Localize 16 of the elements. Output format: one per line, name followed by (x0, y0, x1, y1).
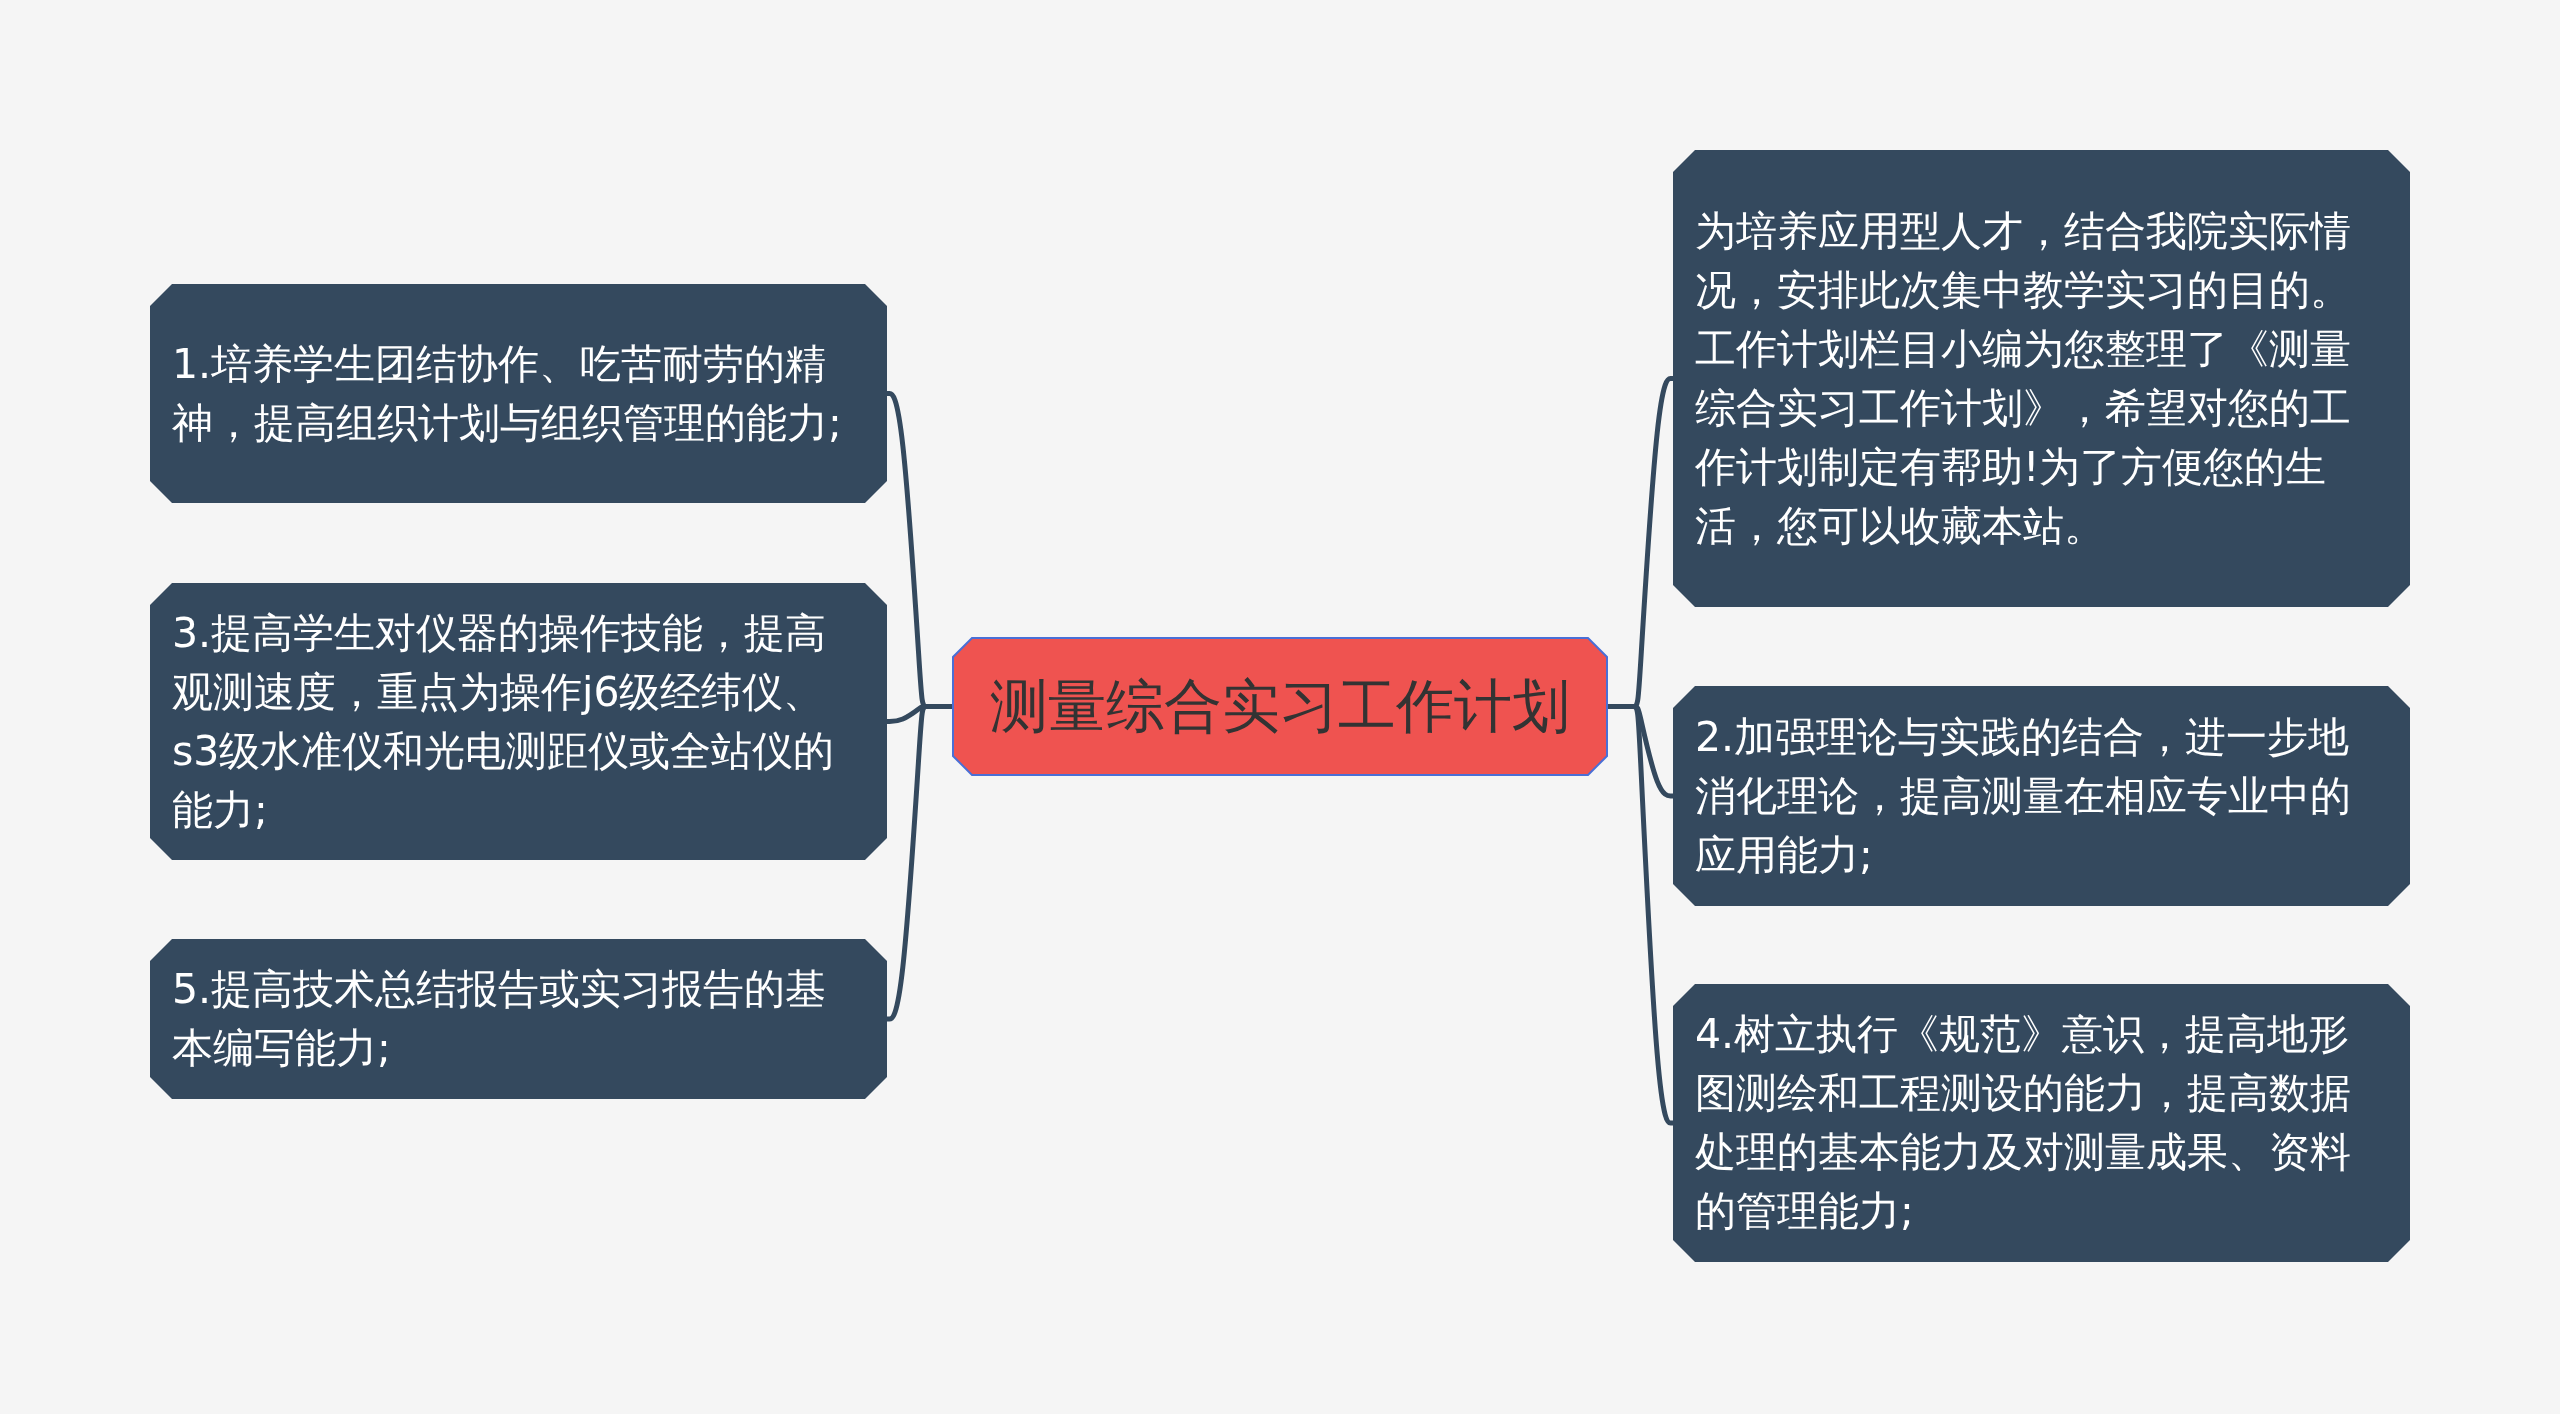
topic-text: 测量综合实习工作计划 (990, 670, 1570, 742)
topic-box (1673, 984, 2410, 1262)
topic-box (150, 284, 887, 503)
topic-box (150, 939, 887, 1099)
topic-text: 4.树立执行《规范》意识，提高地形图测绘和工程测设的能力，提高数据处理的基本能力及对测量成果、资料的管理能力; (1695, 1009, 2352, 1237)
topic-text: 3.提高学生对仪器的操作技能，提高观测速度，重点为操作j6级经纬仪、s3级水准仪和光电测距仪或全站仪的能力; (172, 607, 836, 836)
topic-text: 2.加强理论与实践的结合，进一步地消化理论，提高测量在相应专业中的应用能力; (1695, 711, 2352, 881)
central-topic-box (952, 637, 1608, 776)
topic-text: 1.培养学生团结协作、吃苦耐劳的精神，提高组织计划与组织管理的能力; (172, 338, 843, 449)
branch-line (886, 704, 952, 1022)
topic-box (1673, 686, 2410, 906)
topic-text: 为培养应用型人才，结合我院实际情况，安排此次集中教学实习的目的。工作计划栏目小编为您整理了《测量综合实习工作计划》，希望对您的工作计划制定有帮助!为了方便您的生活，您可以收藏本站。 (1695, 205, 2352, 552)
topic-text: 5.提高技术总结报告或实习报告的基本编写能力; (172, 964, 828, 1074)
topic-box (1673, 150, 2410, 607)
topic-box (150, 583, 887, 860)
branch-line (1608, 704, 1674, 1126)
